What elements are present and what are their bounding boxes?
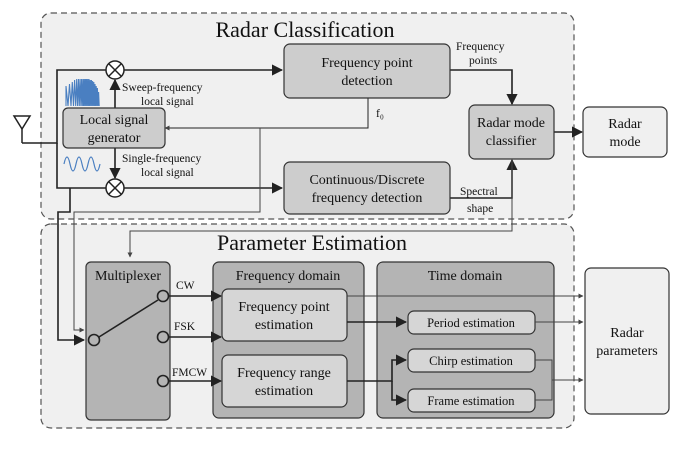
classification-wires: [40, 64, 584, 199]
spectral-shape-label-2: shape: [467, 203, 493, 215]
multiplexer-label: Multiplexer: [95, 269, 161, 284]
time-domain-box: [376, 261, 555, 419]
fsk-label: FSK: [174, 321, 196, 333]
frequency-points-label-1: Frequency: [456, 41, 505, 53]
estimation-title: Parameter Estimation: [217, 230, 407, 255]
frequency-point-estimation-label-1: Frequency point: [238, 300, 329, 315]
frequency-point-estimation-box: [221, 288, 348, 342]
continuous-discrete-detection-label-1: Continuous/Discrete: [309, 173, 424, 188]
frequency-point-estimation-label-2: estimation: [255, 318, 313, 333]
continuous-discrete-detection-box: [283, 161, 451, 215]
frequency-point-detection-label-1: Frequency point: [321, 56, 412, 71]
classification-title: Radar Classification: [215, 17, 394, 42]
radar-parameters-box: [584, 267, 670, 415]
time-domain-title: Time domain: [428, 269, 503, 284]
mixer-bottom-icon: [105, 178, 125, 198]
radar-mode-classifier-label-2: classifier: [486, 134, 537, 149]
local-signal-generator-box: [62, 107, 166, 149]
f0-feedback-line: [164, 98, 369, 131]
mixer-top-icon: [105, 60, 125, 80]
radar-parameters-label-2: parameters: [596, 344, 657, 359]
frequency-points-label-2: points: [469, 55, 498, 67]
frequency-domain-title: Frequency domain: [236, 269, 341, 284]
radar-mode-label-1: Radar: [608, 117, 642, 132]
frequency-range-estimation-label-2: estimation: [255, 384, 313, 399]
cw-label: CW: [176, 280, 195, 292]
frequency-point-detection-label-2: detection: [341, 74, 392, 89]
chirp-estimation-label: Chirp estimation: [429, 354, 513, 368]
antenna-to-multiplexer-wire: [57, 188, 86, 346]
sweep-waveform-icon: [65, 78, 100, 107]
sweep-signal-label-1: Sweep-frequency: [122, 82, 203, 94]
spectral-shape-label-1: Spectral: [460, 186, 498, 198]
fmcw-label: FMCW: [172, 367, 207, 379]
multiplexer-box: [85, 261, 171, 421]
sweep-signal-label-2: local signal: [141, 96, 194, 108]
single-waveform-icon: [63, 156, 101, 172]
single-signal-label-1: Single-frequency: [122, 153, 201, 165]
frequency-point-detection-box: [283, 43, 451, 99]
f0-to-estimation-wire: [73, 128, 261, 333]
radar-mode-label-2: mode: [609, 135, 640, 150]
antenna-icon: [12, 115, 40, 144]
local-signal-generator-label-1: Local signal: [80, 113, 149, 128]
local-signal-generator-label-2: generator: [88, 131, 141, 146]
single-signal-label-2: local signal: [141, 167, 194, 179]
estimation-wires: [168, 290, 408, 406]
period-estimation-label: Period estimation: [427, 316, 516, 330]
radar-mode-classifier-box: [468, 104, 555, 160]
frequency-range-estimation-label-1: Frequency range: [237, 366, 331, 381]
radar-parameters-label-1: Radar: [610, 326, 644, 341]
output-wires: [347, 293, 584, 401]
f0-label: f₀: [376, 108, 384, 120]
continuous-discrete-detection-label-2: frequency detection: [312, 191, 423, 206]
frequency-range-estimation-box: [221, 354, 348, 408]
frame-estimation-label: Frame estimation: [427, 394, 515, 408]
radar-mode-classifier-label-1: Radar mode: [477, 116, 545, 131]
radar-mode-box: [582, 106, 668, 158]
classifier-to-multiplexer-control-wire: [127, 160, 513, 258]
